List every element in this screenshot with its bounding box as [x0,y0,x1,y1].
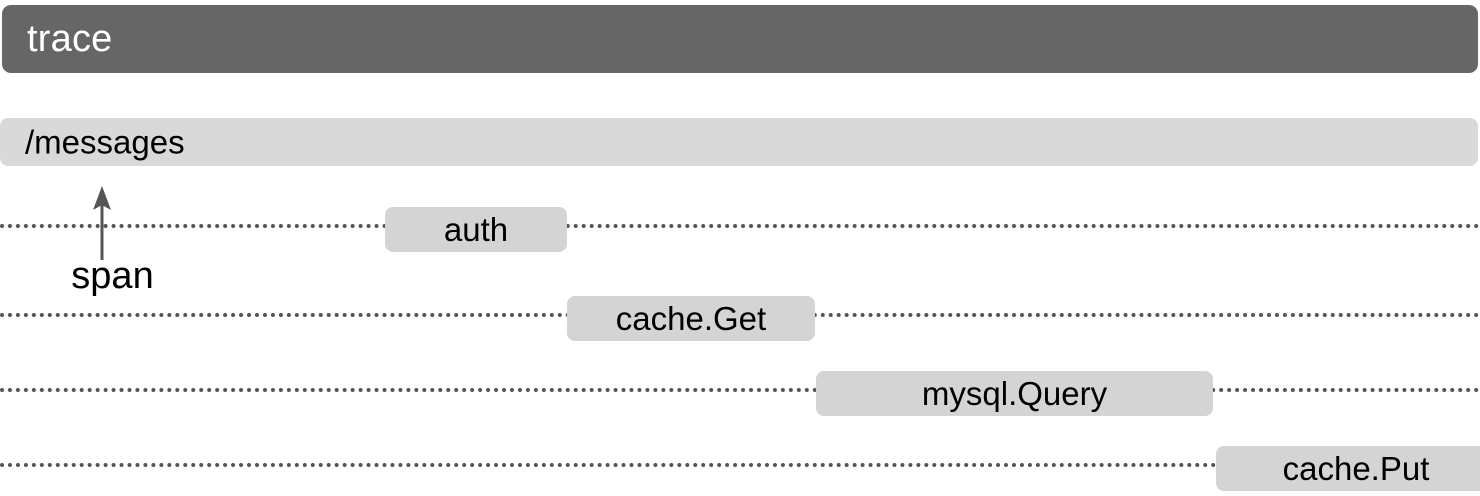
timeline-row [0,388,1480,392]
span-box-label: cache.Get [615,300,767,337]
span-box-label: cache.Put [1282,450,1430,487]
span-box-label: auth [443,211,509,248]
timeline-row [0,463,1480,467]
trace-bar-label: trace [27,18,113,60]
root-span-label: /messages [25,123,185,161]
span-box[interactable]: auth [385,207,567,252]
timeline-row [0,224,1480,228]
timeline-dotted-line [0,224,1480,228]
span-box[interactable]: cache.Get [567,296,815,341]
span-box-label: mysql.Query [921,375,1108,412]
span-box[interactable]: mysql.Query [816,371,1213,416]
root-span-bar[interactable]: /messages [0,118,1478,166]
timeline-dotted-line [0,463,1480,467]
trace-bar[interactable]: trace [2,5,1478,73]
span-annotation-label: span [71,255,154,297]
up-arrow-icon [93,186,111,260]
span-box[interactable]: cache.Put [1216,446,1480,491]
timeline-dotted-line [0,388,1480,392]
